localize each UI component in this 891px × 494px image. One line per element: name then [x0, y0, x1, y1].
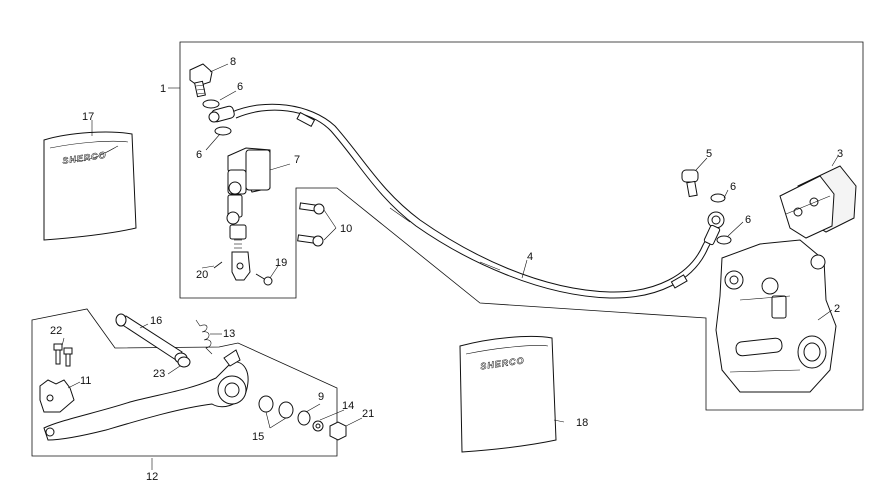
bag-part-17: SHERCO — [43, 131, 137, 241]
label-14: 14 — [342, 400, 354, 412]
label-18: 18 — [576, 417, 588, 429]
label-7: 7 — [294, 154, 300, 166]
label-22: 22 — [50, 325, 62, 337]
washer-part-6-c — [710, 193, 726, 203]
label-6-d: 6 — [745, 214, 751, 226]
washer-part-6-d — [716, 235, 732, 245]
banjo-bolt-part-8 — [189, 63, 213, 98]
spring-part-13 — [195, 319, 213, 355]
label-9: 9 — [318, 391, 324, 403]
label-5: 5 — [706, 148, 712, 160]
label-20: 20 — [196, 269, 208, 281]
label-17: 17 — [82, 111, 94, 123]
washer-part-6-a — [202, 99, 220, 109]
label-4: 4 — [527, 251, 533, 263]
brake-hose — [231, 103, 718, 299]
label-3: 3 — [837, 148, 843, 160]
label-23: 23 — [153, 368, 165, 380]
label-15: 15 — [252, 431, 264, 443]
label-13: 13 — [223, 328, 235, 340]
assembly-1-outline — [179, 41, 864, 411]
nut-part-21 — [329, 421, 347, 441]
banjo-fitting-caliper — [703, 211, 725, 246]
bushing-part-23 — [177, 356, 191, 368]
assembly-12-outline — [31, 308, 338, 457]
label-21: 21 — [362, 408, 374, 420]
label-6-a: 6 — [237, 81, 243, 93]
label-12: 12 — [146, 471, 158, 483]
label-10: 10 — [340, 223, 352, 235]
label-8: 8 — [230, 56, 236, 68]
brake-caliper-part-2 — [715, 239, 837, 393]
label-16: 16 — [150, 315, 162, 327]
part-labels: 1 8 6 6 7 10 19 20 17 4 5 6 6 3 2 18 16 … — [50, 56, 843, 483]
pivot-pin-part-16 — [115, 313, 188, 364]
label-6-b: 6 — [196, 149, 202, 161]
brake-pedal-part-12 — [43, 349, 249, 441]
bushings-part-15 — [258, 395, 294, 419]
label-19: 19 — [275, 257, 287, 269]
label-1: 1 — [160, 83, 166, 95]
washer-part-6-b — [214, 126, 232, 136]
brake-tip-part-11 — [39, 379, 75, 413]
banjo-fitting-upper — [208, 105, 235, 123]
bolts-part-22 — [53, 343, 73, 367]
master-cylinder-part-7 — [226, 147, 271, 281]
screws-part-10 — [297, 202, 325, 247]
label-2: 2 — [834, 303, 840, 315]
bag-part-18: SHERCO — [459, 335, 557, 453]
label-6-c: 6 — [730, 181, 736, 193]
pin-part-20 — [213, 261, 223, 269]
leader-lines — [61, 63, 839, 470]
circlip-part-9 — [297, 410, 311, 426]
label-11: 11 — [80, 375, 91, 387]
bolt-part-19 — [255, 273, 273, 286]
bolt-part-5 — [681, 169, 699, 198]
brake-pads-part-3 — [779, 165, 857, 239]
